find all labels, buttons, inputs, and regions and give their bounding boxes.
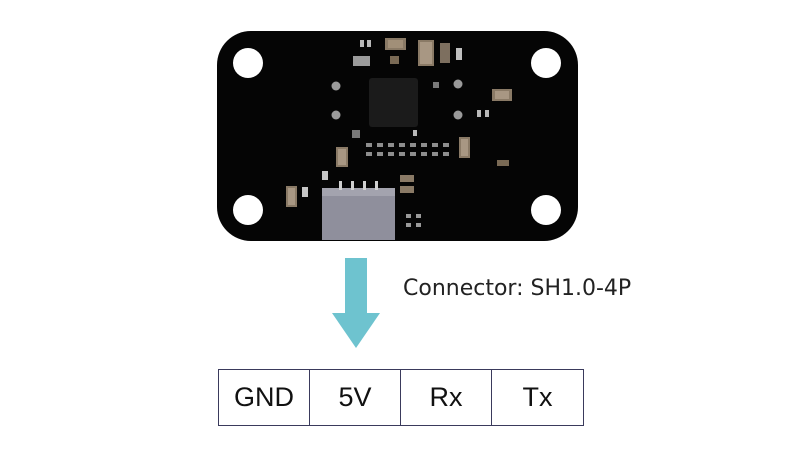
ic-chip <box>369 78 418 127</box>
mount-hole-top-left <box>233 48 263 78</box>
down-arrow-icon <box>332 258 380 348</box>
sh1-connector <box>322 181 395 240</box>
mount-hole-bottom-right <box>531 195 561 225</box>
connector-pin-3 <box>363 181 366 190</box>
connector-pin-1 <box>339 181 342 190</box>
connector-pin-4 <box>375 181 378 190</box>
connector-pin-2 <box>351 181 354 190</box>
pin-gnd: GND <box>219 370 310 425</box>
mount-hole-top-right <box>531 48 561 78</box>
smd-components-side <box>286 137 509 227</box>
mount-hole-bottom-left <box>233 195 263 225</box>
smd-components-top <box>352 38 512 138</box>
pin-rx: Rx <box>401 370 492 425</box>
chip-vias <box>331 79 463 120</box>
pinout-table: GND 5V Rx Tx <box>218 369 584 426</box>
smd-resistor-row <box>366 143 449 156</box>
connector-label: Connector: SH1.0-4P <box>403 276 632 301</box>
connector-body <box>322 188 395 240</box>
pin-tx: Tx <box>522 382 553 412</box>
pin-5v: 5V <box>310 370 401 425</box>
